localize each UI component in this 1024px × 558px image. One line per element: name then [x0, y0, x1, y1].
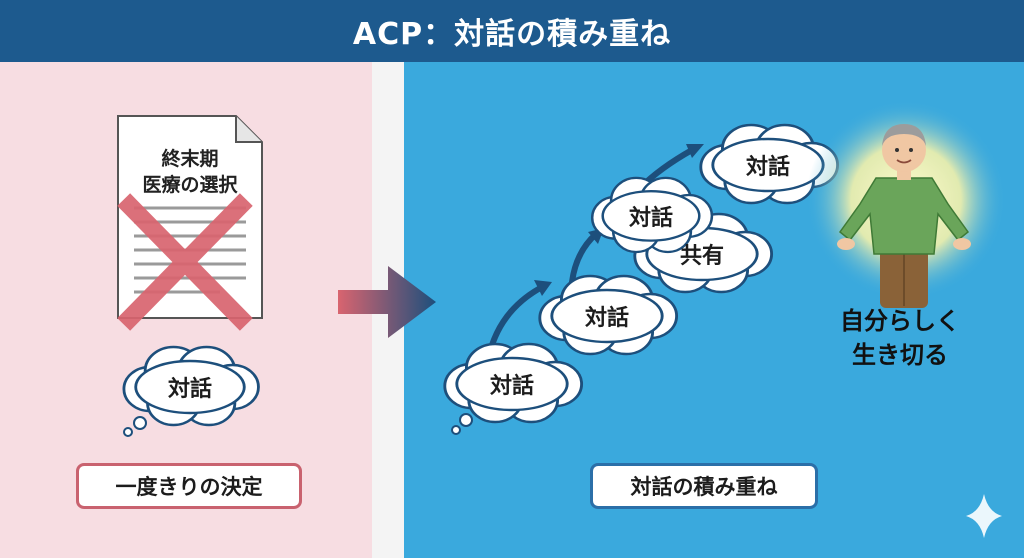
slogan: 自分らしく 生き切る	[820, 304, 980, 372]
left-cloud-label: 対話	[167, 377, 212, 402]
cloud-label-2: 対話	[584, 306, 629, 331]
slogan-line-2: 生き切る	[852, 341, 948, 369]
document-line-2: 医療の選択	[142, 174, 238, 196]
cloud-label-3: 対話	[628, 206, 673, 231]
document-line-1: 終末期	[161, 148, 219, 170]
accumulated-dialogue-label: 対話の積み重ね	[590, 463, 818, 509]
cloud-label-1: 対話	[489, 374, 534, 399]
page-title: ACP：対話の積み重ね	[0, 0, 1024, 62]
transition-arrow-icon	[338, 266, 436, 338]
document-title: 終末期 医療の選択	[130, 146, 250, 198]
cloud-label-share: 共有	[679, 244, 724, 269]
person-icon	[837, 124, 971, 308]
cloud-label-4: 対話	[745, 155, 790, 180]
cross-mark-icon	[117, 193, 253, 331]
slogan-line-1: 自分らしく	[840, 307, 960, 335]
sparkle-icon	[966, 494, 1002, 538]
one-time-decision-label: 一度きりの決定	[76, 463, 302, 509]
